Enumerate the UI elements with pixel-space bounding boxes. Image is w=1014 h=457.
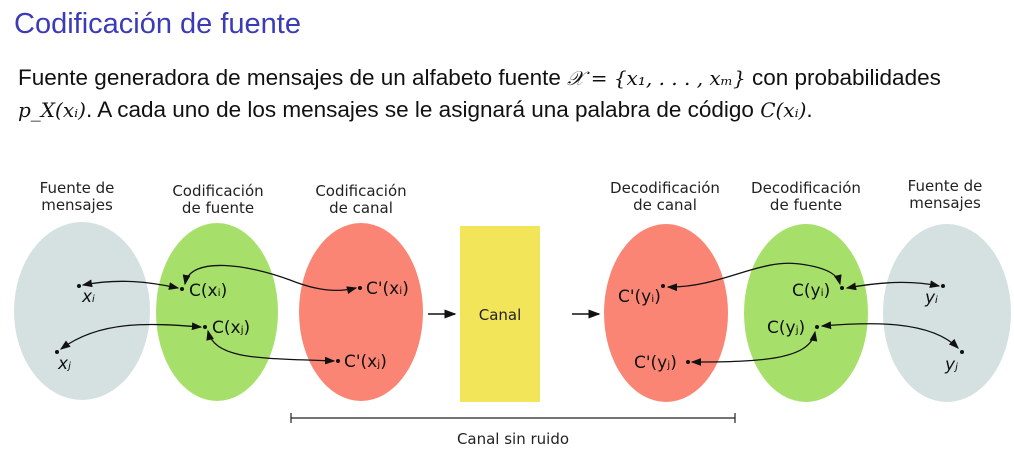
- stage-label: Decodificación: [610, 179, 720, 197]
- symbol-cyi: C(yᵢ): [792, 281, 830, 301]
- stage-label: Codificación: [315, 182, 406, 200]
- stage-label: Decodificación: [751, 179, 861, 197]
- slide-paragraph: Fuente generadora de mensajes de un alfa…: [18, 62, 1008, 126]
- symbol-yj: yⱼ: [944, 355, 958, 375]
- symbol-cpyi: C'(yᵢ): [618, 287, 661, 307]
- slide-title: Codificación de fuente: [14, 8, 301, 40]
- stage-label: mensajes: [41, 196, 113, 214]
- symbol-cxi: C(xᵢ): [189, 281, 227, 301]
- stage-label: Fuente de: [908, 177, 983, 195]
- channel-label: Canal: [479, 306, 522, 324]
- stage-label: de canal: [329, 199, 393, 217]
- text: Fuente generadora de mensajes de un alfa…: [18, 65, 568, 90]
- text: . A cada uno de los mensajes se le asign…: [85, 97, 761, 122]
- source-ellipse: [14, 222, 150, 400]
- symbol-cpxi: C'(xᵢ): [366, 279, 409, 299]
- text: .: [806, 97, 813, 122]
- math-probability: p_X(xᵢ): [18, 98, 86, 122]
- mapping-arrows: [59, 262, 959, 366]
- symbol-xi: xᵢ: [81, 287, 95, 307]
- stage-label: de fuente: [770, 196, 842, 214]
- math-codeword: C(xᵢ): [760, 98, 807, 122]
- stage-label: Fuente de: [40, 179, 115, 197]
- symbol-cpxj: C'(xⱼ): [344, 352, 387, 372]
- channel-box: [460, 226, 540, 402]
- sink-ellipse: [883, 224, 1011, 402]
- math-alphabet: 𝒳 = {x₁, . . . , xₘ}: [567, 66, 746, 90]
- stage-label: de canal: [633, 196, 697, 214]
- stage-label: Codificación: [172, 182, 263, 200]
- stage-label: mensajes: [909, 194, 981, 212]
- symbol-cpyj: C'(yⱼ): [634, 353, 677, 373]
- source-decoding-ellipse: [744, 224, 868, 402]
- channel-coding-ellipse: [299, 223, 423, 401]
- text: con probabilidades: [745, 65, 941, 90]
- symbol-cxj: C(xⱼ): [212, 318, 250, 338]
- noiseless-bracket: [290, 413, 736, 423]
- source-coding-ellipse: [156, 223, 278, 401]
- symbol-yi: yᵢ: [924, 288, 938, 308]
- stage-label: de fuente: [182, 199, 254, 217]
- symbol-cyj: C(yⱼ): [767, 318, 805, 338]
- channel-decoding-ellipse: [604, 224, 728, 402]
- noiseless-channel-label: Canal sin ruido: [457, 430, 569, 448]
- symbol-xj: xⱼ: [57, 354, 71, 374]
